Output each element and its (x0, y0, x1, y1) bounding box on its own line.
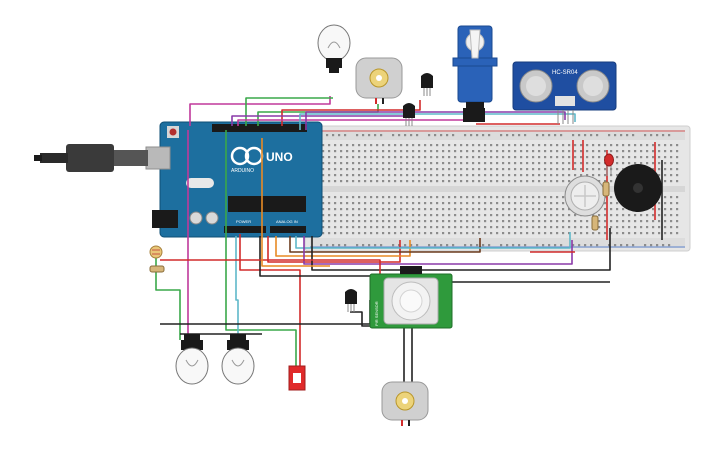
usb-cable (34, 144, 171, 172)
ultrasonic-pins (555, 96, 575, 106)
crystal-oscillator (186, 178, 214, 188)
resistor-1 (591, 215, 599, 231)
ultrasonic-sensor[interactable]: HC-SR04 (512, 61, 617, 124)
light-bulb-left[interactable] (175, 334, 209, 385)
transistor-1[interactable] (421, 73, 433, 96)
power-jack (152, 210, 178, 228)
power-header[interactable] (224, 226, 266, 233)
board-model-label: UNO (266, 150, 293, 164)
gas-sensor[interactable] (564, 175, 606, 217)
pir-motion-sensor[interactable]: PIR SENSOR (369, 266, 453, 329)
microcontroller-chip (228, 196, 306, 212)
ultrasonic-model-label: HC-SR04 (552, 70, 578, 76)
usb-port (145, 146, 171, 170)
capacitor (205, 211, 219, 225)
analog-header-label: ANALOG IN (276, 219, 298, 224)
board-brand-label: ARDUINO (231, 168, 254, 174)
pir-pins (400, 266, 422, 274)
photoresistor[interactable] (149, 245, 163, 259)
resistor-3 (149, 265, 165, 273)
breadboard-holes (316, 134, 679, 247)
dc-motor-top[interactable] (355, 57, 403, 104)
arduino-uno-board[interactable]: UNO ARDUINO POWER ANALOG IN (152, 121, 323, 238)
resistor-2 (602, 181, 610, 197)
pir-label: PIR SENSOR (374, 301, 379, 326)
transistor-2[interactable] (403, 103, 415, 126)
digital-header[interactable] (212, 124, 307, 132)
analog-header[interactable] (270, 226, 306, 233)
servo-connector (463, 108, 485, 122)
dc-motor-bottom[interactable] (381, 381, 429, 426)
light-bulb-right[interactable] (221, 334, 255, 385)
red-led[interactable] (604, 153, 614, 176)
breadboard[interactable] (304, 125, 691, 252)
light-bulb-top[interactable] (317, 24, 351, 73)
wires (155, 96, 663, 390)
power-header-label: POWER (236, 219, 251, 224)
arduino-logo-icon (230, 146, 250, 166)
capacitor (189, 211, 203, 225)
transistor-3[interactable] (345, 289, 357, 312)
slide-switch[interactable] (288, 365, 306, 391)
piezo-buzzer[interactable] (614, 164, 662, 212)
servo-motor[interactable] (452, 25, 498, 122)
